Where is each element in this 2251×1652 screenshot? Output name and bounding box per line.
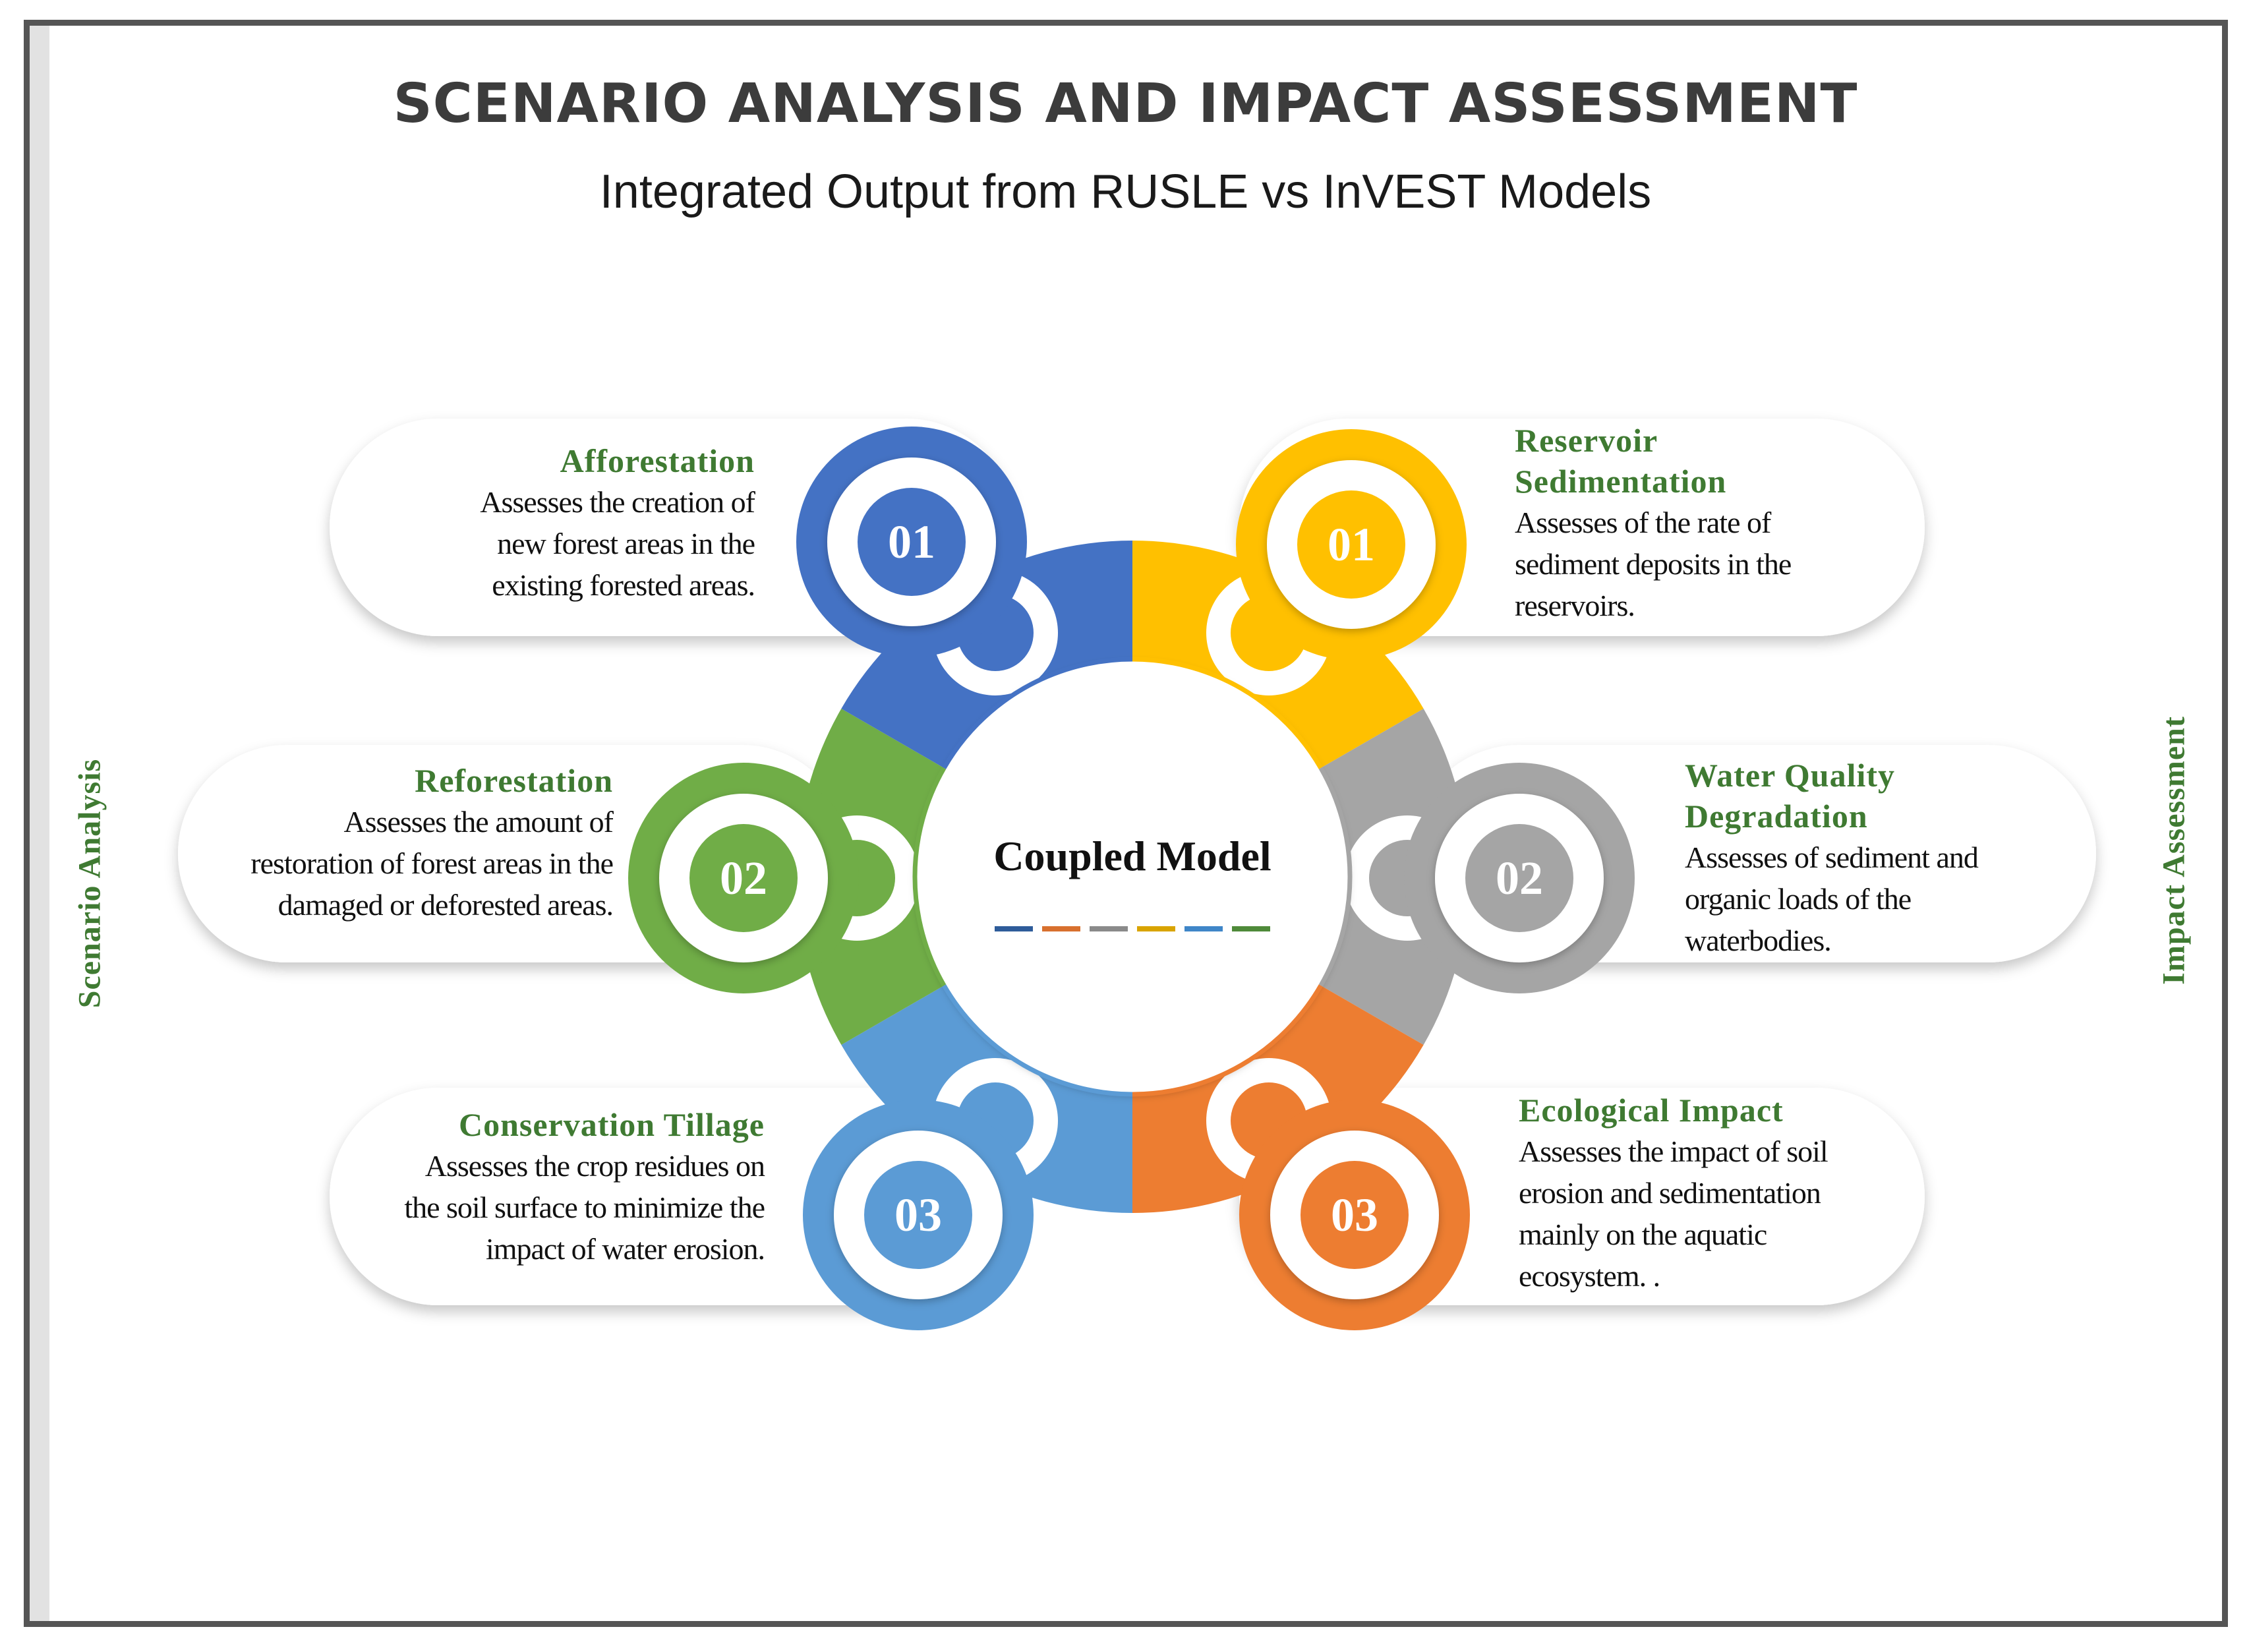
center-rim-arc xyxy=(1132,984,1323,1097)
page-subtitle: Integrated Output from RUSLE vs InVEST M… xyxy=(599,165,1652,218)
desc-line: existing forested areas. xyxy=(492,568,755,602)
text-block-reforestation: Reforestation Assesses the amount of res… xyxy=(158,760,614,926)
node-conservation-tillage-disk xyxy=(864,1161,972,1269)
text-block-water-quality: Water Quality Degradation Assesses of se… xyxy=(1685,755,2080,961)
center-title: Coupled Model xyxy=(993,833,1272,879)
desc-line: Assesses the amount of xyxy=(343,805,614,839)
desc-line: erosion and sedimentation xyxy=(1519,1176,1821,1210)
desc-line: organic loads of the xyxy=(1685,882,1912,916)
heading-reservoir-sedimentation: Reservoir xyxy=(1515,422,1658,459)
center-dash xyxy=(1090,926,1128,931)
center-dash xyxy=(995,926,1033,931)
center-dash xyxy=(1137,926,1175,931)
heading-reservoir-sedimentation-2: Sedimentation xyxy=(1515,463,1727,500)
desc-line: restoration of forest areas in the xyxy=(250,846,614,880)
node-ecological-impact-disk xyxy=(1301,1161,1409,1269)
node-afforestation-disk xyxy=(858,488,966,596)
left-edge-strip xyxy=(30,26,49,1621)
desc-line: Assesses the creation of xyxy=(480,485,755,519)
center-rim-arc xyxy=(942,657,1133,769)
text-block-conservation-tillage: Conservation Tillage Assesses the crop r… xyxy=(316,1104,765,1270)
center-rim xyxy=(912,657,1353,1097)
node-ecological-impact-number: 03 xyxy=(1331,1189,1378,1241)
heading-reforestation: Reforestation xyxy=(415,762,613,799)
center-rim-arc xyxy=(1132,657,1323,769)
center-rim-arc xyxy=(912,767,947,987)
desc-line: Assesses of sediment and xyxy=(1685,841,1979,874)
node-afforestation-number: 01 xyxy=(888,516,935,568)
text-block-ecological-impact: Ecological Impact Assesses the impact of… xyxy=(1519,1090,1927,1297)
center-dashes xyxy=(995,926,1270,931)
desc-line: Assesses of the rate of xyxy=(1515,506,1771,539)
center-dash xyxy=(1042,926,1080,931)
center-rim-arc xyxy=(1318,767,1353,987)
desc-line: Assesses the crop residues on xyxy=(424,1149,765,1183)
node-reforestation-number: 02 xyxy=(720,852,767,904)
text-block-reservoir-sedimentation: Reservoir Sedimentation Assesses of the … xyxy=(1515,420,1910,626)
heading-conservation-tillage: Conservation Tillage xyxy=(458,1106,765,1143)
desc-line: reservoirs. xyxy=(1515,589,1635,622)
center-dash xyxy=(1232,926,1270,931)
page-title: SCENARIO ANALYSIS AND IMPACT ASSESSMENT xyxy=(393,73,1858,135)
heading-afforestation: Afforestation xyxy=(560,442,755,479)
desc-line: mainly on the aquatic xyxy=(1519,1218,1767,1251)
center-rim-arc xyxy=(942,984,1133,1097)
desc-line: Assesses the impact of soil xyxy=(1519,1135,1828,1168)
desc-line: the soil surface to minimize the xyxy=(404,1191,765,1224)
desc-line: sediment deposits in the xyxy=(1515,547,1792,581)
node-reservoir-sedimentation-disk xyxy=(1297,490,1405,599)
node-reservoir-sedimentation-number: 01 xyxy=(1328,518,1375,571)
desc-line: waterbodies. xyxy=(1685,924,1832,957)
node-reforestation-disk xyxy=(689,824,798,932)
heading-water-quality: Water Quality xyxy=(1685,757,1896,794)
desc-line: damaged or deforested areas. xyxy=(278,888,614,922)
center-dash xyxy=(1184,926,1223,931)
desc-line: new forest areas in the xyxy=(497,527,755,560)
number-nodes: 01 02 03 01 02 03 xyxy=(628,427,1635,1330)
text-block-afforestation: Afforestation Assesses the creation of n… xyxy=(369,440,755,606)
node-conservation-tillage-number: 03 xyxy=(894,1189,942,1241)
heading-ecological-impact: Ecological Impact xyxy=(1519,1092,1784,1129)
desc-line: ecosystem. . xyxy=(1519,1259,1660,1293)
desc-line: impact of water erosion. xyxy=(485,1232,765,1266)
node-water-quality-disk xyxy=(1465,824,1573,932)
heading-water-quality-2: Degradation xyxy=(1685,798,1868,835)
node-water-quality-number: 02 xyxy=(1496,852,1543,904)
center-circle xyxy=(916,661,1349,1093)
